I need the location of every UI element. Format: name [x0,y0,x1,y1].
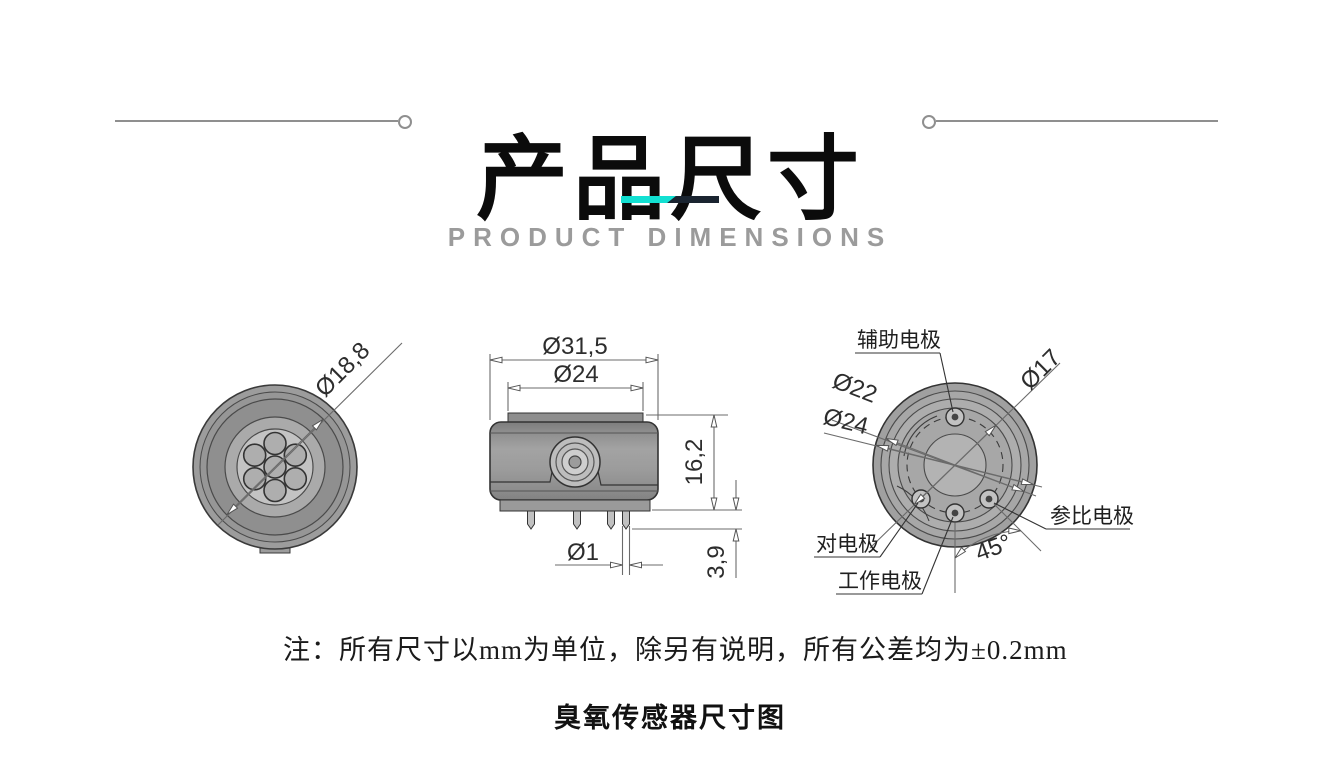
top-view-diameter-label: Ø18,8 [310,337,375,402]
right-decor-circle [922,115,936,129]
outer-diameter-label: Ø24 [821,403,872,440]
left-decor-line [115,120,398,122]
cap-diameter-label: Ø24 [553,361,598,388]
working-electrode-pad [945,503,965,523]
gas-inlet-boss [549,436,601,488]
inner-diameter-label: Ø17 [1015,344,1066,395]
auxiliary-electrode-callout: 辅助电极 [855,329,954,413]
sensor-side-view [489,412,659,530]
page-subtitle: PRODUCT DIMENSIONS [447,222,893,252]
figure-caption: 臭氧传感器尺寸图 [554,703,786,733]
reference-electrode-label: 参比电极 [1050,505,1134,528]
title-accent-bar [621,196,719,203]
reference-electrode-callout: 参比电极 [993,502,1134,530]
right-decor-line [936,120,1218,122]
reference-electrode-pad [979,489,999,509]
mid-diameter-label: Ø22 [829,367,881,408]
auxiliary-electrode-label: 辅助电极 [857,329,941,352]
bottom-view-drawing: Ø17 Ø22 Ø24 45° 辅助电极 对电极 [814,329,1134,595]
working-electrode-label: 工作电极 [838,570,922,593]
dimension-note: 注：所有尺寸以mm为单位，除另有说明，所有公差均为±0.2mm [283,635,1068,665]
side-view-drawing: Ø31,5 Ø24 16,2 3,9 Ø1 [489,333,742,579]
top-view-drawing: Ø18,8 [192,337,403,554]
counter-electrode-label: 对电极 [816,533,879,556]
counter-electrode-callout: 对电极 [814,502,919,558]
pin-length-label: 3,9 [703,545,730,578]
working-electrode-callout: 工作电极 [836,516,954,595]
auxiliary-electrode-pad [945,407,965,427]
pin-diameter-label: Ø1 [567,539,599,566]
body-height-label: 16,2 [681,439,708,486]
outer-diameter-label: Ø31,5 [542,333,607,360]
side-view-dimensions: Ø31,5 Ø24 16,2 3,9 Ø1 [489,333,742,579]
electrode-callouts: 辅助电极 对电极 工作电极 参比电极 [814,329,1134,595]
title-accent-teal [621,196,676,203]
pins [527,510,630,530]
left-decor-circle [398,115,412,129]
page-title: 产品尺寸 [475,128,864,231]
